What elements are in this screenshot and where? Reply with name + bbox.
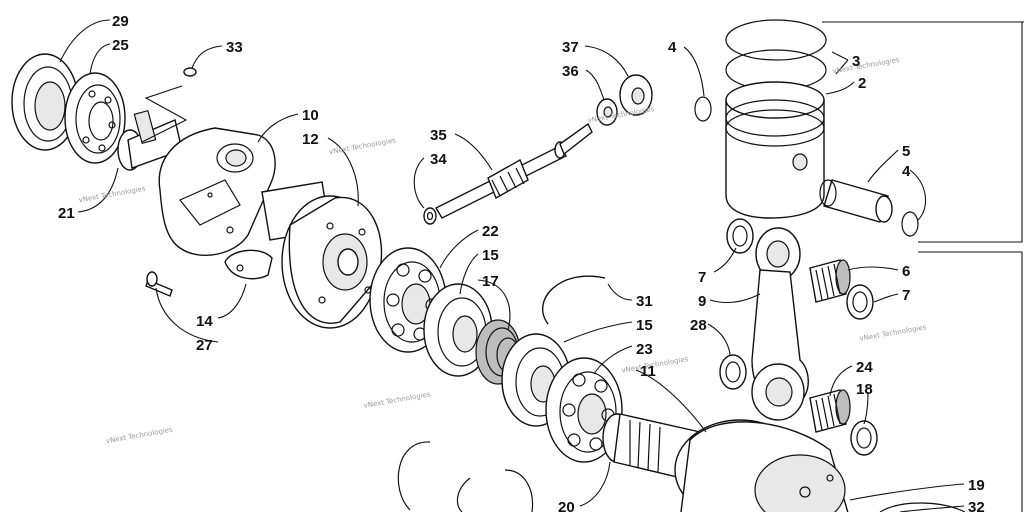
callout-29: 29 <box>112 13 129 30</box>
pin-part-33 <box>183 67 197 77</box>
callout-20: 20 <box>558 499 575 512</box>
callout-4-lower: 4 <box>902 163 911 180</box>
washer-part-34 <box>423 207 437 225</box>
piston-part-2 <box>725 81 825 219</box>
callout-11: 11 <box>640 363 656 380</box>
callout-7-lower: 7 <box>902 287 910 304</box>
bearing-part-36 <box>596 98 618 126</box>
group-bracket <box>822 21 1024 512</box>
snap-rings-lower <box>397 441 534 512</box>
watermark: vNext Technologies <box>328 136 396 156</box>
callout-2: 2 <box>858 75 866 92</box>
callout-22: 22 <box>482 223 499 240</box>
shaft-stub-part-21 <box>117 109 183 171</box>
callout-23: 23 <box>636 341 653 358</box>
drive-shaft-part-35 <box>435 122 593 219</box>
callout-28: 28 <box>690 317 707 334</box>
callout-34: 34 <box>430 151 447 168</box>
callout-6: 6 <box>902 263 910 280</box>
washer-part-7-a <box>726 218 754 254</box>
callout-21: 21 <box>58 205 75 222</box>
callout-4-upper: 4 <box>668 39 677 56</box>
seal-part-15-a <box>423 283 493 377</box>
seal-part-29 <box>11 53 79 151</box>
connecting-rod-part-9 <box>751 227 809 421</box>
callout-15-b: 15 <box>636 317 653 334</box>
callout-7-upper: 7 <box>698 269 706 286</box>
snap-ring-part-31 <box>542 275 606 325</box>
needle-bearing-part-6 <box>809 259 851 303</box>
washer-part-7-b <box>846 284 874 320</box>
watermark: vNext Technologies <box>105 426 173 446</box>
washer-part-28 <box>719 354 747 390</box>
callout-15-a: 15 <box>482 247 499 264</box>
callout-17: 17 <box>482 273 499 290</box>
key-part-14 <box>224 249 273 280</box>
callout-18: 18 <box>856 381 873 398</box>
needle-bearing-part-24 <box>809 389 851 433</box>
callout-27: 27 <box>196 337 213 354</box>
callout-31: 31 <box>636 293 653 310</box>
callout-36: 36 <box>562 63 579 80</box>
crank-web-part-11 <box>674 419 849 512</box>
circlip-part-4-a <box>694 96 712 122</box>
callout-3: 3 <box>852 53 860 70</box>
watermark: vNext Technologies <box>832 56 900 76</box>
leader-lines <box>59 19 965 512</box>
callout-19: 19 <box>968 477 985 494</box>
watermark: vNext Technologies <box>78 185 146 205</box>
callout-25: 25 <box>112 37 129 54</box>
callout-labels: 29 25 33 37 36 4 3 2 10 12 35 34 5 4 21 … <box>58 13 985 512</box>
watermark: vNext Technologies <box>363 390 431 410</box>
washer-part-18 <box>850 420 878 456</box>
piston-pin-part-5 <box>819 179 893 223</box>
callout-37: 37 <box>562 39 579 56</box>
callout-24: 24 <box>856 359 873 376</box>
callout-32: 32 <box>968 499 985 512</box>
flywheel-part-12 <box>281 195 383 329</box>
crank-web-part-10 <box>158 127 276 256</box>
callout-9: 9 <box>698 293 706 310</box>
callout-35: 35 <box>430 127 447 144</box>
screw-part-27 <box>145 271 173 297</box>
piston-rings-part-3 <box>725 19 827 91</box>
callout-33: 33 <box>226 39 243 56</box>
bearing-part-37 <box>619 74 653 116</box>
circlip-part-4-b <box>901 211 919 237</box>
callout-14: 14 <box>196 313 213 330</box>
watermark: vNext Technologies <box>859 323 927 343</box>
callout-10: 10 <box>302 107 319 124</box>
bearing-part-25 <box>64 72 126 164</box>
callout-12: 12 <box>302 131 319 148</box>
seal-part-32 <box>879 502 966 512</box>
callout-5: 5 <box>902 143 910 160</box>
